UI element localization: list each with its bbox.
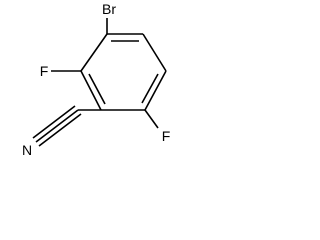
- atom-label-br: Br: [102, 1, 116, 17]
- atom-label-f2: F: [162, 128, 171, 144]
- bond-c4-f2: [144, 109, 159, 129]
- atom-label-n: N: [22, 142, 32, 158]
- bond-cn-n-3: [32, 105, 76, 139]
- bond-c2-c3: [80, 70, 102, 111]
- bond-c5-c6: [142, 33, 167, 72]
- bond-cn-n-2: [38, 113, 82, 147]
- atom-label-f1: F: [40, 63, 49, 79]
- bond-c2-c3-inner: [88, 73, 106, 105]
- structure-diagram: Br F F N: [22, 1, 171, 158]
- bond-c4-c5-inner: [141, 73, 159, 104]
- bond-cn-n-1: [35, 109, 79, 143]
- bond-c1-c2: [80, 33, 108, 72]
- bond-c4-c5: [144, 70, 167, 111]
